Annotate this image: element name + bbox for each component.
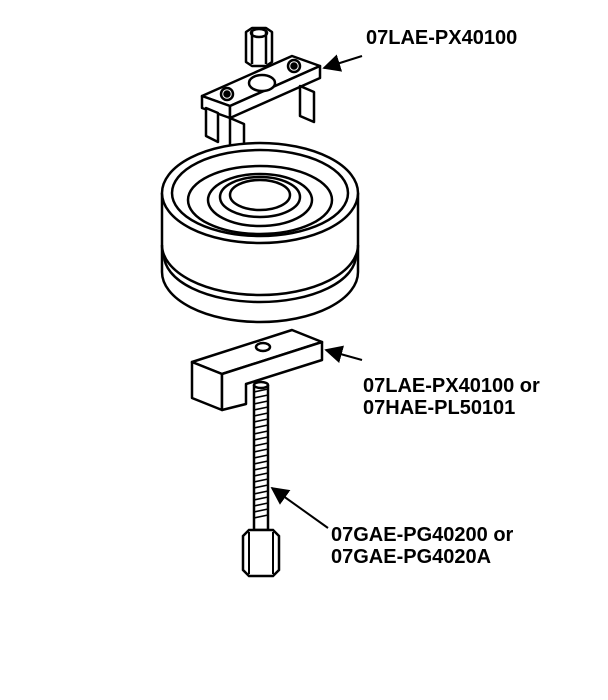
label-top-bridge-tool: 07LAE-PX40100	[366, 27, 517, 49]
top-bridge-tool	[200, 26, 322, 156]
arrow-top	[322, 54, 363, 72]
label-mid-line1: 07LAE-PX40100 or	[363, 375, 540, 397]
label-bot-line2: 07GAE-PG4020A	[331, 546, 492, 568]
label-top-line1: 07LAE-PX40100	[366, 27, 518, 49]
pulley	[160, 141, 360, 324]
arrow-middle	[324, 345, 363, 364]
arrow-bottom	[270, 486, 329, 529]
label-threaded-rod: 07GAE-PG40200 or 07GAE-PG4020A	[331, 524, 513, 568]
label-bottom-bracket: 07LAE-PX40100 or 07HAE-PL50101	[363, 375, 540, 419]
label-mid-line2: 07HAE-PL50101	[363, 397, 516, 419]
bottom-bracket	[190, 328, 324, 412]
threaded-rod	[241, 380, 281, 578]
label-bot-line1: 07GAE-PG40200 or	[331, 524, 514, 546]
